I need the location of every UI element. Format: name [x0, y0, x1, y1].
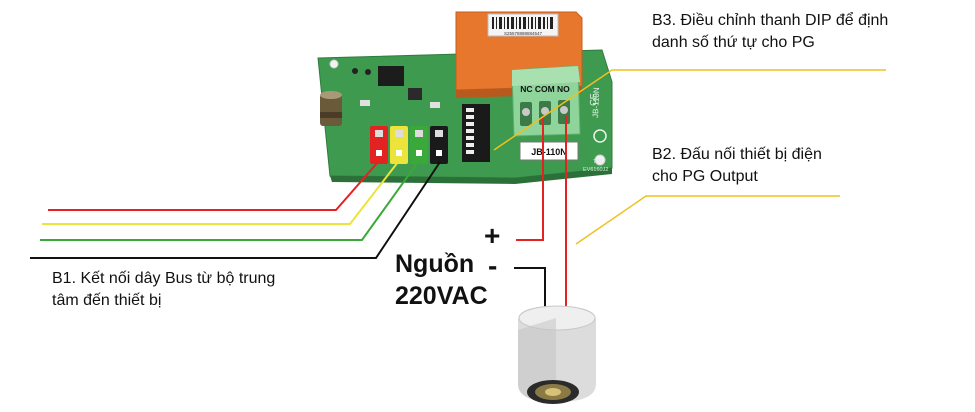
dip-switch — [462, 104, 490, 162]
annotation-b2: B2. Đấu nối thiết bị điện cho PG Output — [652, 144, 822, 188]
power-source-voltage: 220VAC — [395, 282, 488, 310]
wire-minus-black — [514, 267, 546, 312]
downlight-lamp — [518, 305, 596, 404]
annotation-b1: B1. Kết nối dây Bus từ bộ trung tâm đến … — [52, 268, 275, 312]
bus-wires — [30, 161, 441, 259]
wire-plus-red — [516, 118, 544, 241]
board-code-2: EV6160J2 — [583, 167, 608, 173]
annotation-b1-line2: tâm đến thiết bị — [52, 292, 162, 309]
power-source-title: Nguồn — [395, 250, 475, 278]
model-label: JB-110N T00 EV6160J2 JB-110N CE — [519, 87, 608, 173]
plus-sign: + — [484, 220, 501, 251]
annotation-b3-line2: danh số thứ tự cho PG — [652, 34, 815, 51]
bus-wire-yellow — [42, 161, 399, 225]
leader-lines — [493, 69, 886, 245]
relay-terminal-label: NC COM NO — [520, 84, 570, 94]
annotation-b3: B3. Điều chỉnh thanh DIP để định danh số… — [652, 10, 888, 54]
model-label-text: JB-110N — [531, 147, 567, 157]
annotation-b2-line2: cho PG Output — [652, 168, 758, 185]
annotation-b3-line1: B3. Điều chỉnh thanh DIP để định — [652, 12, 889, 29]
board-code: T00 — [593, 159, 602, 165]
power-wires — [514, 116, 567, 312]
minus-sign: - — [488, 250, 498, 281]
ic-chip — [360, 66, 440, 108]
output-terminal-block: NC COM NO — [511, 65, 581, 137]
board-side-label: JB-110N — [591, 87, 601, 118]
relay-serial: S25578888884547 — [504, 31, 543, 36]
annotation-b2-line1: B2. Đấu nối thiết bị điện — [652, 146, 822, 163]
bus-wire-red — [48, 161, 379, 211]
bus-connectors — [370, 126, 448, 164]
bus-wire-black — [30, 161, 441, 259]
capacitor — [320, 91, 342, 126]
svg-text:CE: CE — [588, 93, 598, 106]
annotation-b1-line1: B1. Kết nối dây Bus từ bộ trung — [52, 270, 276, 287]
leader-b2 — [575, 195, 840, 245]
bus-wire-green — [40, 161, 419, 241]
leader-b3 — [493, 69, 886, 151]
